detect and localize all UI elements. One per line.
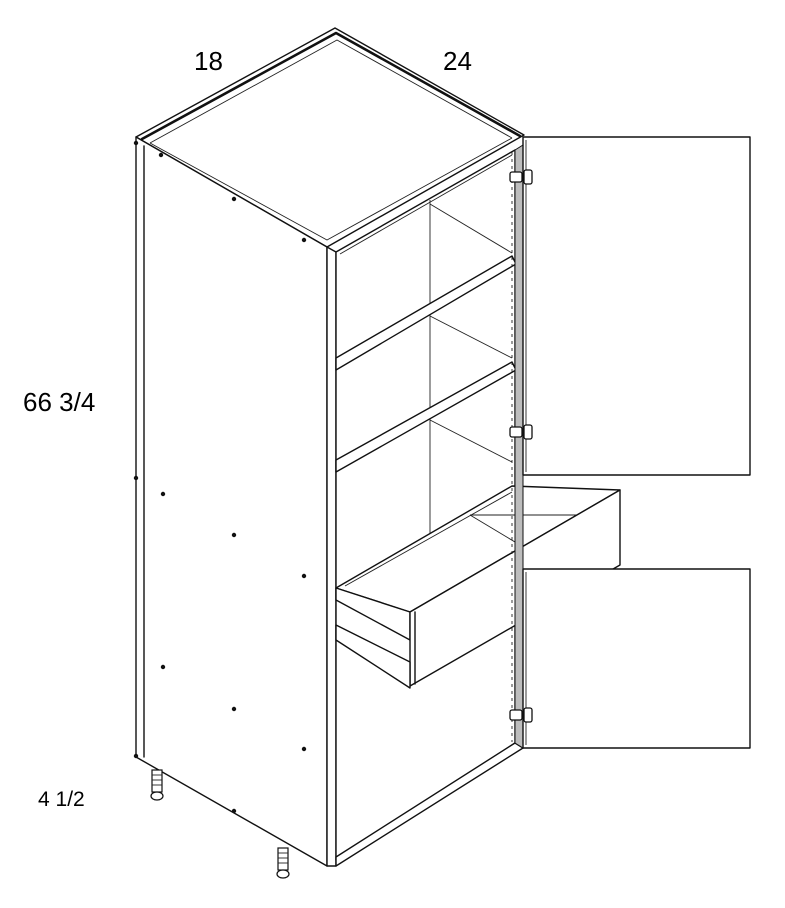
leveler-foot-right xyxy=(276,847,290,879)
leveler-foot-left xyxy=(150,769,164,801)
height-label: 66 3/4 xyxy=(23,387,95,417)
front-edge-strip xyxy=(326,246,337,867)
upper-door xyxy=(522,136,751,476)
depth-label: 24 xyxy=(443,46,472,76)
cabinet-interior xyxy=(335,149,524,867)
side-panel-screws xyxy=(133,140,307,814)
left-side-panel xyxy=(135,136,328,867)
toe-kick-label: 4 1/2 xyxy=(38,788,85,811)
hinge-bottom xyxy=(509,707,533,723)
width-label: 18 xyxy=(194,46,223,76)
hinge-top xyxy=(509,169,533,185)
lower-door xyxy=(522,568,751,749)
hinge-middle xyxy=(509,424,533,440)
